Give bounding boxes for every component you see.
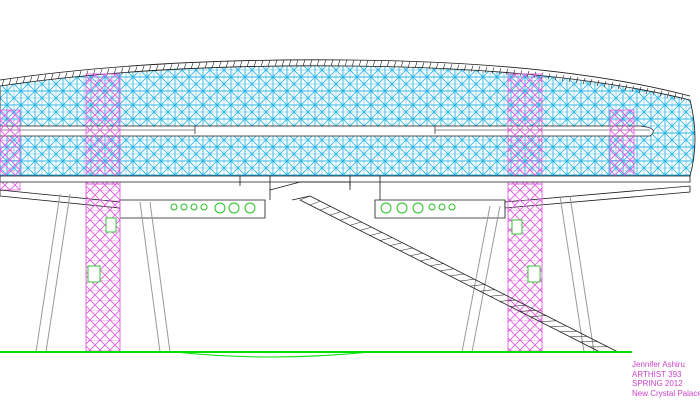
support-tower-right — [507, 183, 543, 353]
ground-line — [0, 351, 632, 358]
author-name: Jennifer Ashiru — [632, 360, 685, 369]
title-block: Jennifer Ashiru ARTHIST 393 SPRING 2012 … — [632, 360, 700, 398]
term: SPRING 2012 — [632, 379, 683, 389]
roof-rail — [0, 59, 691, 101]
project-name: New Crystal Palace — [632, 388, 700, 398]
deck-openings — [170, 202, 456, 214]
course-code: ARTHIST 393 — [632, 369, 682, 379]
support-tower-left — [85, 183, 121, 353]
shell-columns — [0, 73, 635, 191]
diagonal-struts — [35, 193, 595, 353]
entry-ramp — [269, 181, 619, 353]
